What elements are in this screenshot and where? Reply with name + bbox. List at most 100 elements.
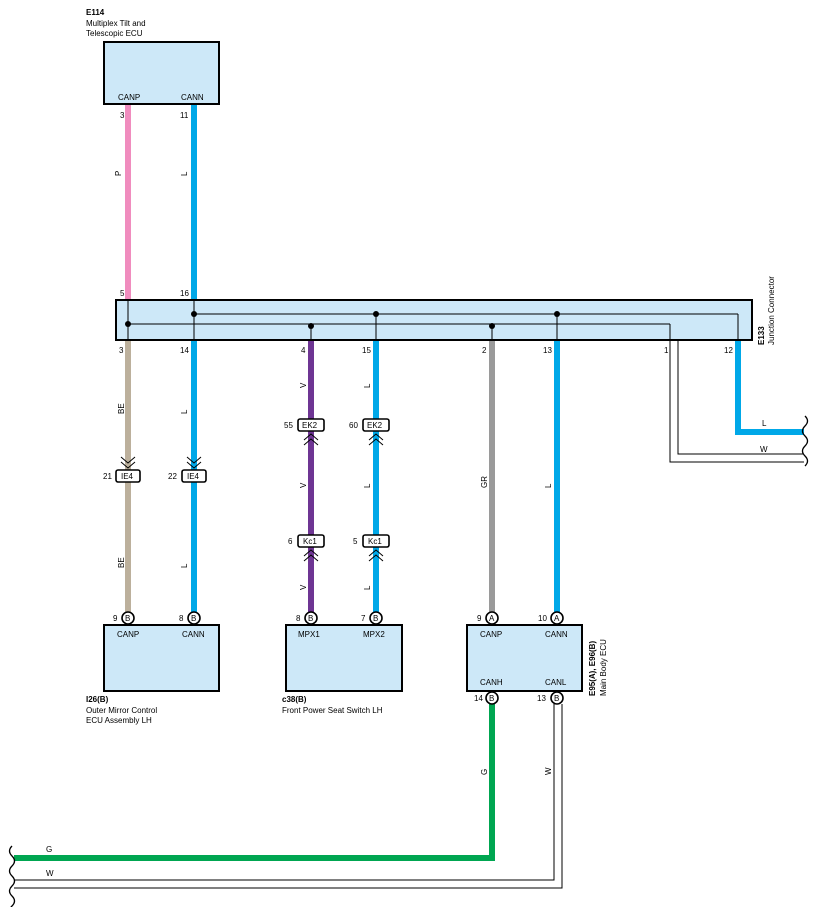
connector-letter: B xyxy=(308,614,313,623)
pin-number: 1 xyxy=(664,346,669,355)
wire-color-label: BE xyxy=(117,557,126,568)
wire-color-label: L xyxy=(762,419,767,428)
pin-number: 16 xyxy=(180,289,189,298)
wire-color-label: L xyxy=(363,383,372,388)
wires xyxy=(14,105,804,889)
pin-number: 9 xyxy=(477,614,482,623)
pin-number: 8 xyxy=(296,614,301,623)
junction-box xyxy=(115,299,753,341)
wire-color-label: BE xyxy=(117,403,126,414)
connector-label: Kc1 xyxy=(368,537,382,546)
pin-number: 21 xyxy=(103,472,112,481)
connector-letter: A xyxy=(489,614,495,623)
pin-number: 9 xyxy=(113,614,118,623)
e95-code: E95(A), E96(B) xyxy=(588,641,597,696)
e95-pin-canp: CANP xyxy=(480,630,502,639)
pin-number: 3 xyxy=(120,111,125,120)
i26-pin-canp: CANP xyxy=(117,630,139,639)
c38-box xyxy=(285,624,403,692)
inline-connector-ie4: IE4 21 IE4 22 xyxy=(103,456,207,483)
e114-ecu: E114 Multiplex Tilt and Telescopic ECU C… xyxy=(86,8,220,120)
inline-connector-kc1: Kc1 6 Kc1 5 xyxy=(288,534,390,562)
pin-number: 22 xyxy=(168,472,177,481)
pin-number: 12 xyxy=(724,346,733,355)
pin-number: 10 xyxy=(538,614,547,623)
wire-blue-l-right xyxy=(735,340,804,435)
wire-color-label: V xyxy=(299,482,308,488)
pin-number: 5 xyxy=(353,537,358,546)
splice-dot xyxy=(489,323,495,329)
pin-number: 13 xyxy=(543,346,552,355)
pin-number: 13 xyxy=(537,694,546,703)
pin-number: 2 xyxy=(482,346,487,355)
c38-pin-mpx2: MPX2 xyxy=(363,630,385,639)
pin-number: 3 xyxy=(119,346,124,355)
e95-pin-canh: CANH xyxy=(480,678,503,687)
pin-number: 5 xyxy=(120,289,125,298)
junction-connector-e133: 5 16 3 14 4 15 2 13 1 12 E133 Junction C… xyxy=(115,276,776,355)
wire-color-label: L xyxy=(363,483,372,488)
wire-green-g xyxy=(14,704,495,861)
break-marks xyxy=(8,415,809,907)
wire-color-label: G xyxy=(46,845,52,854)
connector-label: IE4 xyxy=(121,472,134,481)
wire-white-w-bottom xyxy=(14,704,555,881)
connector-letter: B xyxy=(489,694,494,703)
wire-color-label: L xyxy=(363,585,372,590)
i26-name-line2: ECU Assembly LH xyxy=(86,716,152,725)
wire-color-label: L xyxy=(180,563,189,568)
wire-color-label: L xyxy=(180,171,189,176)
e114-pin-canp: CANP xyxy=(118,93,140,102)
wire-color-label: GR xyxy=(480,476,489,488)
wire-color-label: L xyxy=(544,483,553,488)
e95-box xyxy=(466,624,583,692)
connector-label: Kc1 xyxy=(303,537,317,546)
e133-code: E133 xyxy=(757,326,766,345)
pin-number: 7 xyxy=(361,614,366,623)
e95-pin-canl: CANL xyxy=(545,678,567,687)
wire-color-label: V xyxy=(299,382,308,388)
connector-label: EK2 xyxy=(302,421,318,430)
e114-code: E114 xyxy=(86,8,105,17)
i26-pin-cann: CANN xyxy=(182,630,205,639)
wire-color-label: L xyxy=(180,409,189,414)
c38-code: c38(B) xyxy=(282,695,307,704)
pin-number: 14 xyxy=(474,694,483,703)
e114-box xyxy=(103,41,220,105)
splice-dot xyxy=(308,323,314,329)
connector-label: EK2 xyxy=(367,421,383,430)
wire-color-label: W xyxy=(760,445,768,454)
wire-color-label: G xyxy=(480,769,489,775)
connector-letter: B xyxy=(554,694,559,703)
wire-color-label: W xyxy=(544,767,553,775)
e114-name-line2: Telescopic ECU xyxy=(86,29,143,38)
c38-name: Front Power Seat Switch LH xyxy=(282,706,383,715)
e114-pin-cann: CANN xyxy=(181,93,204,102)
pin-number: 14 xyxy=(180,346,189,355)
i26-code: I26(B) xyxy=(86,695,109,704)
wire-color-label: V xyxy=(299,584,308,590)
e95-pin-cann: CANN xyxy=(545,630,568,639)
pin-number: 11 xyxy=(180,111,189,120)
pin-number: 4 xyxy=(301,346,306,355)
connector-label: IE4 xyxy=(187,472,200,481)
i26-outer-mirror-ecu: 9 B 8 B CANP CANN I26(B) Outer Mirror Co… xyxy=(86,611,220,725)
pin-number: 60 xyxy=(349,421,358,430)
wire-color-label: P xyxy=(114,171,123,176)
inline-connector-ek2: EK2 55 EK2 60 xyxy=(284,418,390,446)
pin-number: 6 xyxy=(288,537,293,546)
connector-letter: A xyxy=(554,614,560,623)
pin-number: 55 xyxy=(284,421,293,430)
i26-box xyxy=(103,624,220,692)
e133-name: Junction Connector xyxy=(767,276,776,345)
wire-white-w-right xyxy=(669,340,804,463)
wire-color-label: W xyxy=(46,869,54,878)
splice-dot xyxy=(373,311,379,317)
connector-letter: B xyxy=(125,614,130,623)
e114-name-line1: Multiplex Tilt and xyxy=(86,19,146,28)
connector-letter: B xyxy=(191,614,196,623)
c38-pin-mpx1: MPX1 xyxy=(298,630,320,639)
c38-front-power-seat-switch: 8 B 7 B MPX1 MPX2 c38(B) Front Power Sea… xyxy=(282,611,403,715)
pin-number: 15 xyxy=(362,346,371,355)
